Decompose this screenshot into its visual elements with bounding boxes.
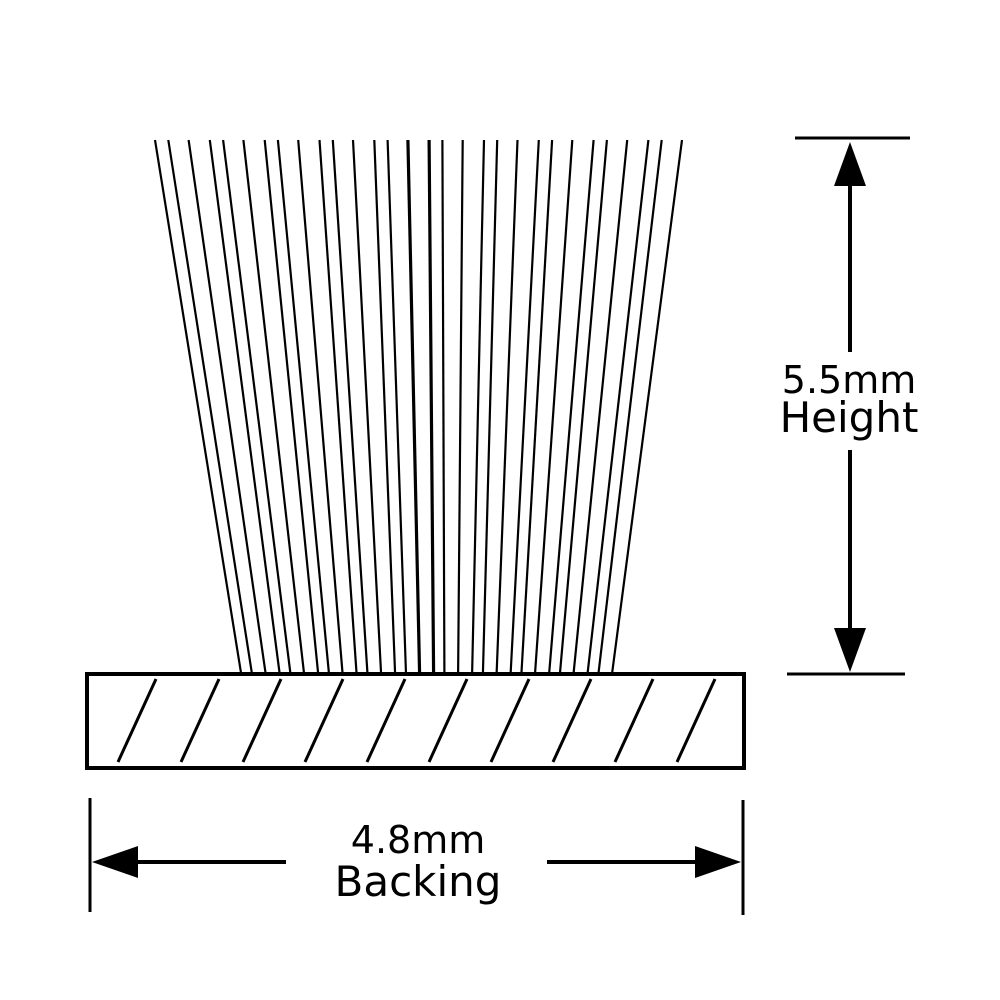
backing-strip — [85, 672, 746, 770]
bristle-line — [558, 139, 608, 675]
bristle-line — [457, 139, 464, 675]
hatch-line — [241, 678, 283, 763]
bristle-line — [222, 139, 292, 675]
bristle-line — [153, 139, 243, 675]
bristle-line — [548, 139, 595, 675]
bristle-line — [276, 139, 331, 675]
bristle-line — [187, 139, 267, 675]
bristle-line — [208, 139, 281, 675]
bristle-line — [242, 139, 306, 675]
bristle-line — [297, 139, 344, 675]
bristle-line — [373, 139, 397, 675]
bristle-line — [495, 139, 519, 675]
bristle-line — [406, 139, 422, 675]
bristle-line — [351, 139, 383, 675]
bristle-line — [533, 139, 574, 675]
hatch-line — [116, 678, 158, 763]
height-value: 5.5mm — [782, 358, 916, 402]
bristle-line — [167, 139, 254, 675]
bristle-line — [471, 139, 486, 675]
bristle-line — [572, 139, 629, 675]
height-arrow-down-icon — [834, 628, 866, 672]
hatch-line — [303, 678, 345, 763]
backing-dimension: 4.8mm Backing — [88, 798, 745, 915]
height-dimension: 5.5mm Height — [780, 136, 919, 676]
hatch-line — [365, 678, 407, 763]
bristle-line — [427, 139, 436, 675]
hatch-line — [489, 678, 531, 763]
bristle-line — [263, 139, 320, 675]
height-label: Height — [780, 393, 919, 442]
backing-arrow-left-icon — [92, 846, 138, 878]
bristle-line — [386, 139, 408, 675]
hatch-line — [675, 678, 717, 763]
backing-label: Backing — [335, 857, 502, 906]
hatch-line — [179, 678, 221, 763]
bristle-line — [509, 139, 540, 675]
bristle-line — [597, 139, 663, 675]
bristle-group — [153, 139, 684, 675]
bristle-line — [520, 139, 554, 675]
bristle-line — [610, 139, 684, 675]
backing-arrow-right-icon — [695, 846, 741, 878]
backing-value: 4.8mm — [351, 818, 485, 862]
hatch-line — [427, 678, 469, 763]
bristle-line — [481, 139, 499, 675]
bristle-line — [318, 139, 358, 675]
bristle-line — [586, 139, 650, 675]
bristle-line — [441, 139, 446, 675]
hatch-line — [551, 678, 593, 763]
bristle-line — [331, 139, 369, 675]
height-arrow-up-icon — [834, 142, 866, 186]
hatch-line — [613, 678, 655, 763]
backing-hatch-group — [116, 678, 717, 763]
